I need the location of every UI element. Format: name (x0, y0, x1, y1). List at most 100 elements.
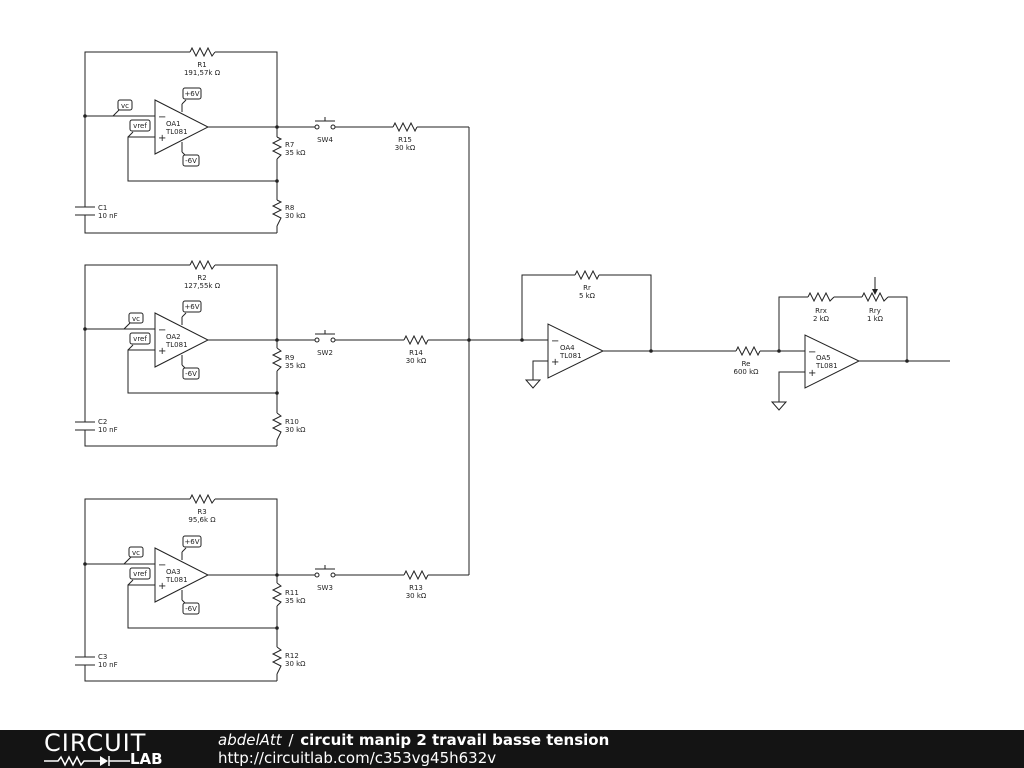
sw2-name: SW2 (317, 349, 333, 357)
r1-value: 191,57k Ω (184, 69, 221, 77)
net-label-vc: vc (112, 99, 133, 117)
junction-dot (275, 573, 279, 577)
vref-label: vref (133, 335, 147, 343)
footer-bar: CIRCUIT LAB abdelAtt / circuit manip 2 t… (0, 730, 1024, 768)
resistor-re: Re 600 kΩ (734, 345, 761, 376)
op-amp-oa4: − + OA4 TL081 (547, 323, 605, 379)
r10-name: R10 (285, 418, 299, 426)
oa2-part: TL081 (165, 341, 188, 349)
r12-value: 30 kΩ (285, 660, 306, 668)
resistor-r13: R13 30 kΩ (403, 569, 429, 600)
rr-value: 5 kΩ (579, 292, 596, 300)
op-amp-oa2: − + OA2 TL081 (154, 312, 210, 368)
capacitor-c3: C3 10 nF (75, 653, 118, 669)
re-name: Re (742, 360, 751, 368)
supply-label-negative: -6V (181, 151, 200, 167)
junction-dot (905, 359, 909, 363)
wires (84, 498, 469, 682)
resistor-r14: R14 30 kΩ (403, 334, 429, 365)
c2-value: 10 nF (98, 426, 118, 434)
r15-name: R15 (398, 136, 412, 144)
r15-value: 30 kΩ (395, 144, 416, 152)
resistor-r2: R2 127,55k Ω (184, 259, 221, 290)
oa5-name: OA5 (816, 354, 831, 362)
non-inverting-input-mark: + (808, 368, 816, 379)
circuit-title-line: abdelAtt / circuit manip 2 travail basse… (218, 731, 609, 749)
pos-supply-label: +6V (184, 538, 199, 546)
oa5-part: TL081 (815, 362, 838, 370)
sw4-name: SW4 (317, 136, 333, 144)
r12-name: R12 (285, 652, 299, 660)
resistor-r15: R15 30 kΩ (392, 121, 418, 152)
rrx-value: 2 kΩ (813, 315, 830, 323)
re-value: 600 kΩ (734, 368, 760, 376)
circuit-title[interactable]: circuit manip 2 travail basse tension (300, 731, 610, 749)
r7-value: 35 kΩ (285, 149, 306, 157)
circuit-url-link[interactable]: http://circuitlab.com/c353vg45h632v (218, 749, 497, 767)
net-label-vref: vref (127, 567, 151, 586)
oa2-name: OA2 (166, 333, 181, 341)
oa1-name: OA1 (166, 120, 181, 128)
r2-value: 127,55k Ω (184, 282, 221, 290)
supply-label-positive: +6V (181, 300, 202, 318)
oa3-part: TL081 (165, 576, 188, 584)
resistor-rr: Rr 5 kΩ (574, 269, 600, 300)
r3-name: R3 (197, 508, 206, 516)
r9-value: 35 kΩ (285, 362, 306, 370)
pos-supply-label: +6V (184, 303, 199, 311)
junction-dot (467, 338, 471, 342)
junction-dot (275, 179, 279, 183)
neg-supply-label: -6V (185, 605, 197, 613)
c1-name: C1 (98, 204, 107, 212)
r10-value: 30 kΩ (285, 426, 306, 434)
resistor-rrx: Rrx 2 kΩ (807, 291, 835, 323)
oscillator-stage-2: R2 127,55k Ω − + OA2 TL081 vc vref +6V (75, 259, 469, 447)
resistor-r8: R8 30 kΩ (271, 199, 306, 227)
op-amp-oa3: − + OA3 TL081 (154, 547, 210, 603)
net-label-vc: vc (123, 312, 144, 330)
resistor-r12: R12 30 kΩ (271, 646, 306, 675)
junction-dot (649, 349, 653, 353)
oa4-name: OA4 (560, 344, 575, 352)
author-name[interactable]: abdelAtt (218, 731, 282, 749)
junction-dot (275, 626, 279, 630)
rrx-name: Rrx (815, 307, 827, 315)
circuitlab-logo[interactable]: CIRCUIT LAB (44, 730, 184, 768)
r13-value: 30 kΩ (406, 592, 427, 600)
oa4-part: TL081 (559, 352, 582, 360)
neg-supply-label: -6V (185, 370, 197, 378)
capacitor-c2: C2 10 nF (75, 418, 118, 434)
non-inverting-input-mark: + (158, 133, 166, 144)
ground-symbol (770, 401, 788, 411)
switch-sw4: SW4 (314, 117, 336, 144)
supply-label-negative: -6V (181, 599, 200, 615)
r3-value: 95,6k Ω (188, 516, 216, 524)
junction-dot (83, 327, 87, 331)
switch-sw2: SW2 (314, 330, 336, 357)
inverting-input-mark: − (551, 336, 559, 347)
logo-circuit-text: CIRCUIT (44, 729, 147, 757)
op-amp-oa1: − + OA1 TL081 (154, 99, 210, 155)
oscillator-stage-1: R1 191,57k Ω − + OA1 TL081 vc vref +6V (75, 46, 469, 234)
resistor-r1: R1 191,57k Ω (184, 46, 221, 77)
non-inverting-input-mark: + (158, 581, 166, 592)
r8-value: 30 kΩ (285, 212, 306, 220)
inverting-input-mark: − (808, 347, 816, 358)
vc-label: vc (121, 102, 129, 110)
junction-dot (275, 391, 279, 395)
r11-value: 35 kΩ (285, 597, 306, 605)
junction-dot (777, 349, 781, 353)
junction-dot (83, 114, 87, 118)
oscillator-stage-3: R3 95,6k Ω − + OA3 TL081 vc vref +6V (75, 493, 469, 682)
ground-symbol (524, 379, 542, 389)
rry-value: 1 kΩ (867, 315, 884, 323)
r8-name: R8 (285, 204, 294, 212)
r11-name: R11 (285, 589, 299, 597)
resistor-r11: R11 35 kΩ (271, 582, 306, 607)
r14-value: 30 kΩ (406, 357, 427, 365)
r9-name: R9 (285, 354, 294, 362)
c1-value: 10 nF (98, 212, 118, 220)
resistor-r3: R3 95,6k Ω (188, 493, 216, 524)
vc-label: vc (132, 315, 140, 323)
junction-dot (275, 338, 279, 342)
